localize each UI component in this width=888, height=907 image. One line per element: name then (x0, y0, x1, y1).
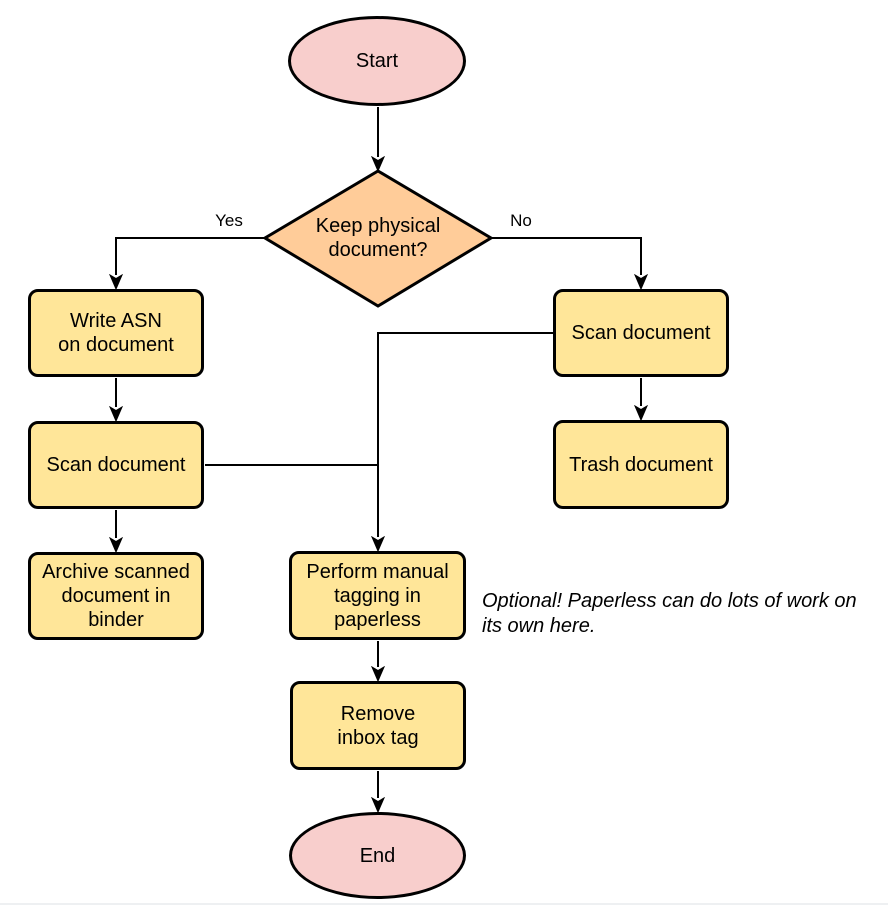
node-end: End (289, 812, 466, 899)
node-manual-tagging: Perform manual tagging in paperless (289, 551, 466, 640)
node-remove-inbox-tag: Remove inbox tag (290, 681, 466, 770)
node-archive-scanned-document: Archive scanned document in binder (28, 552, 204, 640)
node-start: Start (288, 16, 466, 106)
edge-label-yes: Yes (215, 211, 243, 230)
optional-note: Optional! Paperless can do lots of work … (482, 590, 857, 637)
node-write-asn: Write ASN on document (28, 289, 204, 377)
edge-scan-right-to-tagging (378, 332, 553, 537)
edge-decision-yes-to-write-asn (116, 237, 265, 275)
edge-decision-no-to-scan-right (490, 237, 641, 275)
node-decision-label: Keep physical document? (315, 215, 441, 261)
node-scan-document-right: Scan document (553, 289, 729, 377)
page-bottom-edge (0, 903, 888, 905)
decision-diamond-shape (262, 169, 494, 308)
node-scan-document-left: Scan document (28, 421, 204, 509)
edge-label-no: No (510, 211, 532, 230)
node-trash-document: Trash document (553, 420, 729, 509)
